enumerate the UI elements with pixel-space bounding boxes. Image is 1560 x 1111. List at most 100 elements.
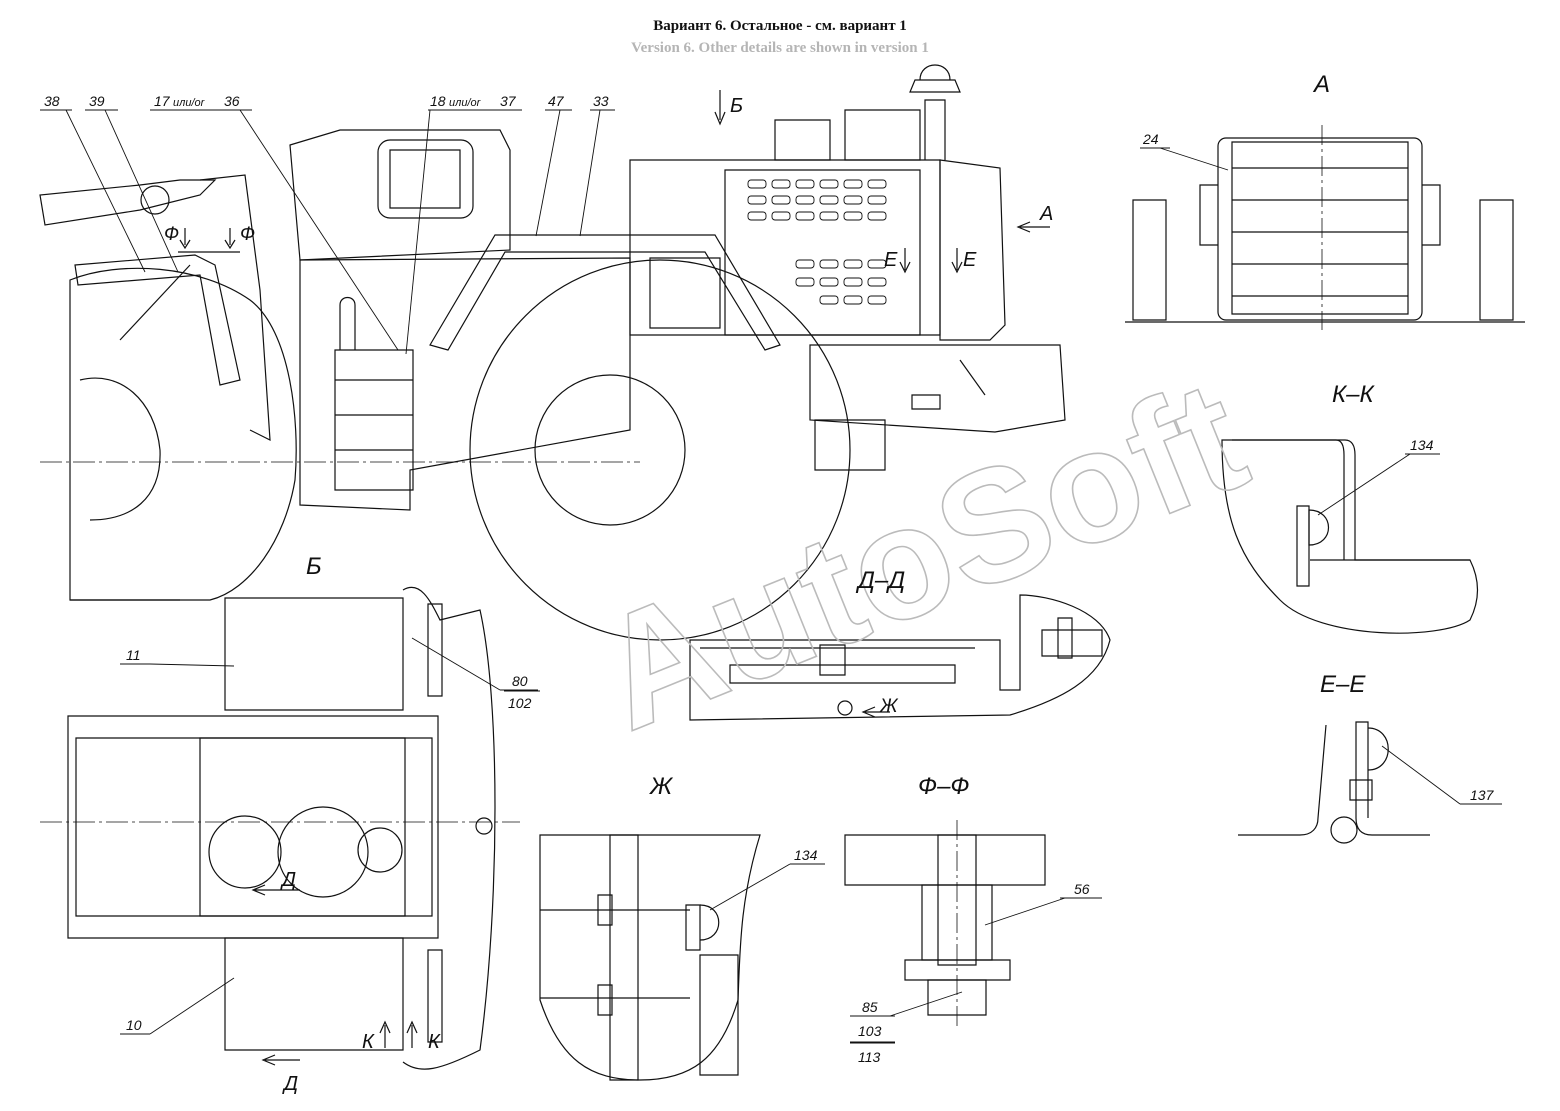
ee-pin	[1331, 817, 1357, 843]
callout-103: 103	[858, 1023, 882, 1039]
engine-top-box	[845, 110, 920, 160]
plate-bottom	[428, 950, 442, 1042]
leader	[710, 864, 790, 910]
callout-102: 102	[508, 695, 532, 711]
rear-wheel	[470, 260, 850, 640]
slot	[844, 278, 862, 286]
callout-47: 47	[548, 93, 565, 109]
leader	[240, 110, 398, 350]
section-arrow-zh	[863, 707, 890, 717]
cab-window-inner	[390, 150, 460, 208]
mark-a-side: А	[1039, 203, 1053, 225]
slot	[868, 180, 886, 188]
mark-e-left: Е	[884, 249, 898, 271]
rear-support	[815, 420, 885, 470]
radiator-frame	[1218, 138, 1422, 320]
ff-top-plate	[845, 835, 1045, 885]
box-11	[225, 598, 403, 710]
fender-bracket	[200, 175, 270, 440]
leader-lines	[40, 110, 1502, 1042]
kk-bracket	[1297, 506, 1309, 586]
watermark: AutoSoft	[574, 345, 1267, 764]
section-ee-drawing	[1238, 722, 1430, 843]
leader	[406, 110, 430, 354]
center-frame	[300, 258, 630, 510]
leader	[105, 110, 178, 272]
view-label-zh: Ж	[649, 773, 674, 800]
slot	[820, 180, 838, 188]
leader	[150, 978, 234, 1034]
zh-bolt-2	[598, 985, 612, 1015]
mark-e-right: Е	[963, 249, 977, 271]
callout-24: 24	[1142, 131, 1159, 147]
callout-or-1: или/or	[173, 97, 206, 109]
dd-bolt	[1058, 618, 1072, 658]
zh-plate	[610, 835, 638, 1080]
mark-k-left: К	[362, 1031, 375, 1053]
callout-or-2: или/or	[449, 97, 482, 109]
guard-frame	[430, 235, 780, 350]
slot	[796, 260, 814, 268]
post-left	[1133, 200, 1166, 320]
section-arrow-e2	[952, 248, 962, 272]
section-arrow-f1	[180, 228, 190, 248]
section-arrow-k1	[380, 1022, 390, 1048]
exhaust-dome	[920, 65, 950, 80]
leader	[890, 992, 962, 1016]
leader	[985, 898, 1065, 925]
exhaust-cap	[910, 80, 960, 92]
radiator-grille	[725, 170, 920, 335]
rear-wheel-hub	[535, 375, 685, 525]
callout-11: 11	[126, 647, 141, 663]
callout-38: 38	[44, 93, 60, 109]
slot	[820, 278, 838, 286]
handle-right	[1422, 185, 1440, 245]
exhaust-pipe	[925, 100, 945, 160]
mark-zh: Ж	[879, 696, 899, 717]
callout-17: 17	[154, 93, 171, 109]
slot	[772, 196, 790, 204]
view-label-a: А	[1312, 71, 1330, 98]
front-wheel-outline	[70, 268, 296, 600]
callout-36: 36	[224, 93, 240, 109]
kk-outline	[1222, 440, 1478, 633]
boom-pivot	[141, 186, 169, 214]
section-mark-letters: Ф Ф Б А Е Е Д Д К К Ж	[164, 95, 1053, 1095]
slot	[820, 296, 838, 304]
section-arrow-k2	[407, 1022, 417, 1048]
callout-134-kk: 134	[1410, 437, 1434, 453]
zh-bracket	[686, 905, 700, 950]
slot	[820, 212, 838, 220]
leader	[580, 110, 600, 236]
zh-bolt-1	[598, 895, 612, 925]
callout-33: 33	[593, 93, 609, 109]
view-label-b: Б	[306, 553, 322, 580]
mark-d-top: Д	[280, 869, 296, 891]
section-dd-drawing	[690, 595, 1110, 720]
slot	[868, 260, 886, 268]
callout-numbers: 38 39 17 или/or 36 18 или/or 37 47 33 24…	[44, 93, 1495, 1065]
callout-113: 113	[858, 1049, 881, 1065]
mark-d-bottom: Д	[282, 1073, 298, 1095]
view-labels: А К–К Е–Е Б Д–Д Ж Ф–Ф	[306, 71, 1375, 800]
view-label-kk: К–К	[1332, 381, 1375, 408]
leader	[66, 110, 145, 272]
radiator-core	[1232, 142, 1408, 314]
slot	[748, 180, 766, 188]
tank	[200, 738, 405, 916]
slot	[796, 180, 814, 188]
ff-bottom-plate	[905, 960, 1010, 980]
cab-window	[378, 140, 473, 218]
dd-outline	[690, 595, 1110, 720]
front-wheel-hub	[80, 378, 160, 520]
slot	[844, 260, 862, 268]
slot	[868, 196, 886, 204]
ee-nut	[1350, 780, 1372, 800]
mark-b-top: Б	[730, 95, 743, 117]
view-a-drawing	[1125, 125, 1525, 330]
frame-main	[68, 716, 438, 938]
rear-panel	[940, 160, 1005, 340]
slot	[820, 196, 838, 204]
